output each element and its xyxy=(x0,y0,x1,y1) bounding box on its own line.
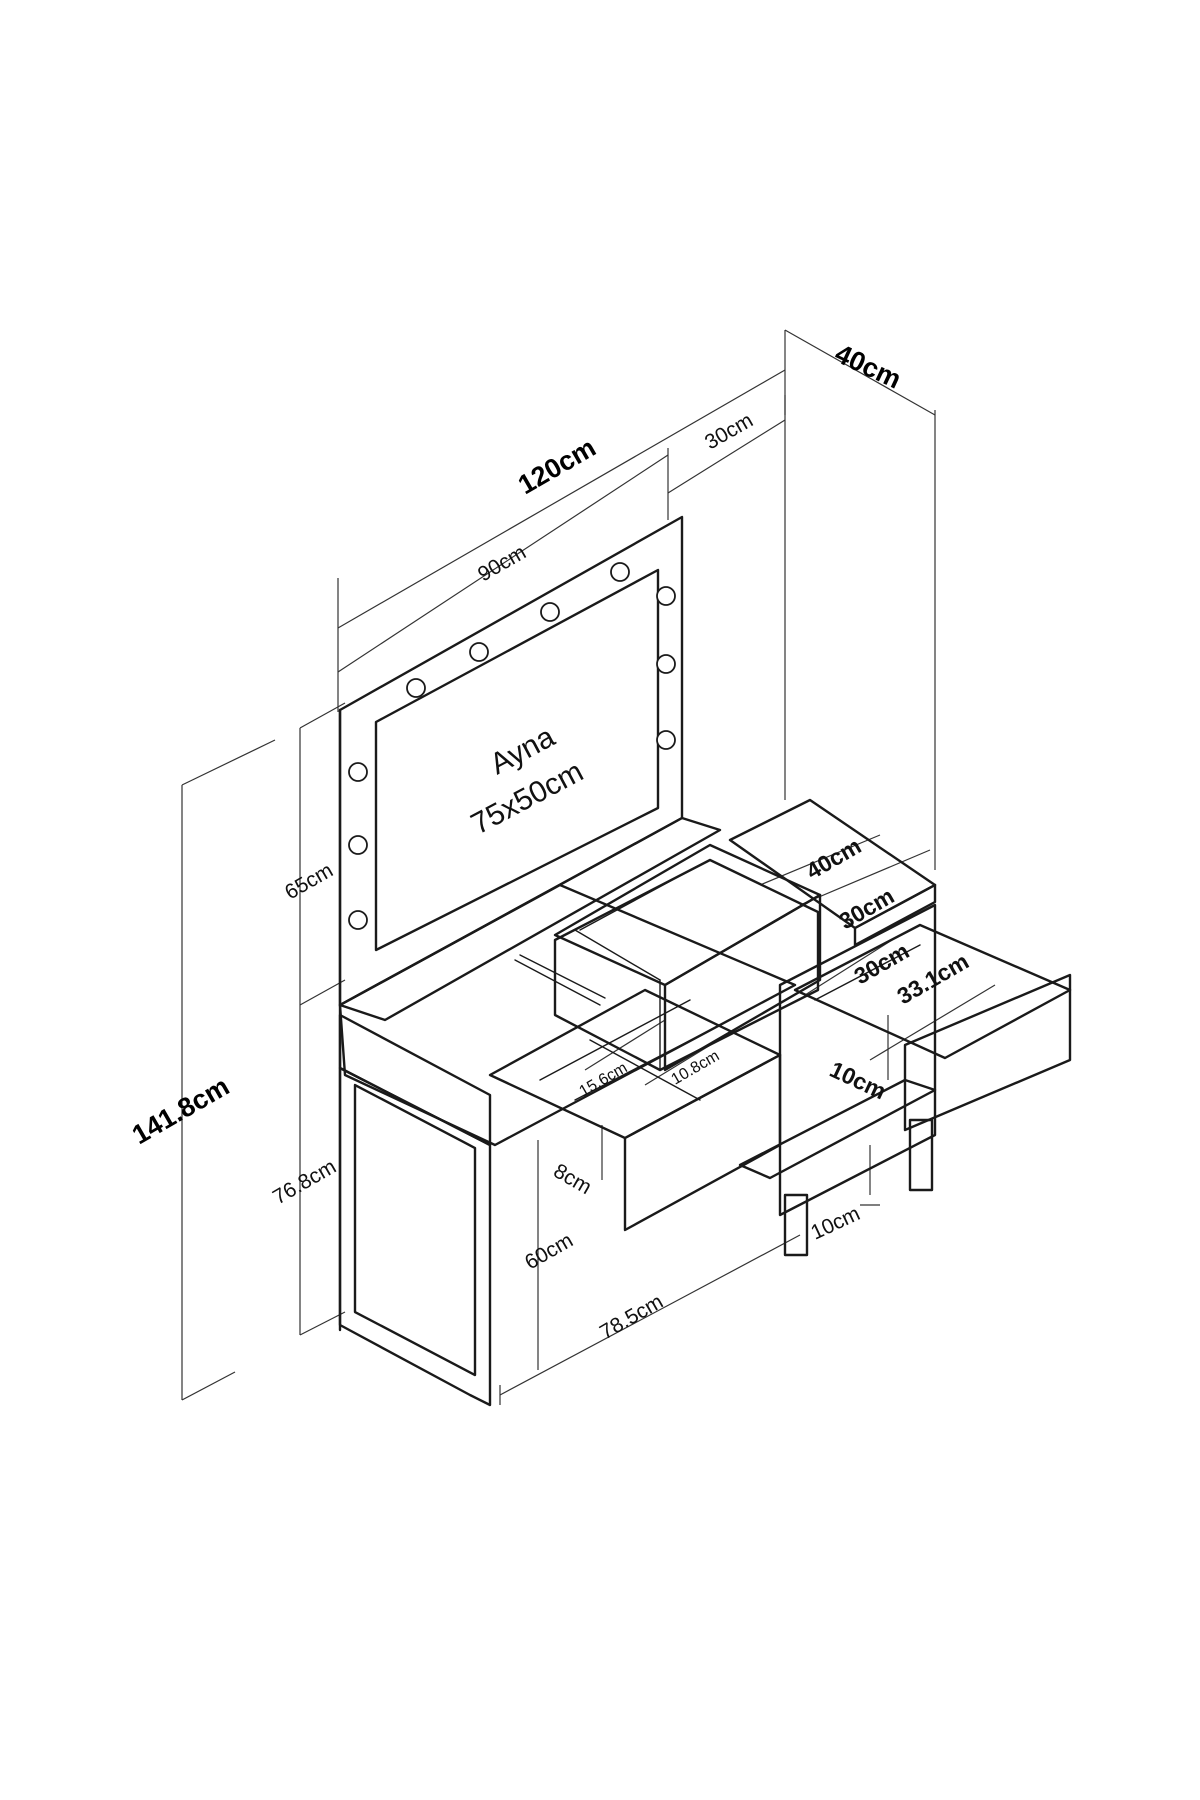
bulbs xyxy=(348,562,676,930)
bulb-icon xyxy=(610,562,630,582)
bulb-icon xyxy=(540,602,560,622)
table-height-label: 76.8cm xyxy=(269,1155,340,1209)
labels: 120cm 40cm 90cm 30cm Ayna 75x50cm 65cm 1… xyxy=(127,338,973,1344)
mirror-width-label: 90cm xyxy=(474,541,530,587)
desk-width-label: 78.5cm xyxy=(596,1290,667,1344)
side-width-label: 30cm xyxy=(701,409,757,455)
bulb-icon xyxy=(348,762,368,782)
total-width-label: 120cm xyxy=(513,432,601,500)
bulb-icon xyxy=(348,910,368,930)
compartment-a-label: 15.6cm xyxy=(577,1060,631,1101)
foot-height-label: 10cm xyxy=(807,1202,863,1245)
mirror-height-label: 65cm xyxy=(281,859,337,905)
desk-body xyxy=(338,858,820,1407)
side-top-depth-label: 40cm xyxy=(802,832,866,884)
drawer-height-label: 8cm xyxy=(550,1159,596,1199)
bulb-icon xyxy=(656,586,676,606)
open-drawer-left xyxy=(488,988,782,1232)
bulb-icon xyxy=(406,678,426,698)
total-height-label: 141.8cm xyxy=(127,1071,234,1150)
bulb-icon xyxy=(469,642,489,662)
mirror-size: 75x50cm xyxy=(466,755,589,841)
leg-height-label: 60cm xyxy=(521,1229,577,1275)
depth-label: 40cm xyxy=(830,338,905,394)
side-drawer-height-label: 10cm xyxy=(826,1056,890,1104)
bulb-icon xyxy=(656,654,676,674)
dimension-lines xyxy=(181,329,996,1405)
bulb-icon xyxy=(348,835,368,855)
side-unit xyxy=(728,798,1072,1257)
bulb-icon xyxy=(656,730,676,750)
center-box xyxy=(553,843,822,1072)
